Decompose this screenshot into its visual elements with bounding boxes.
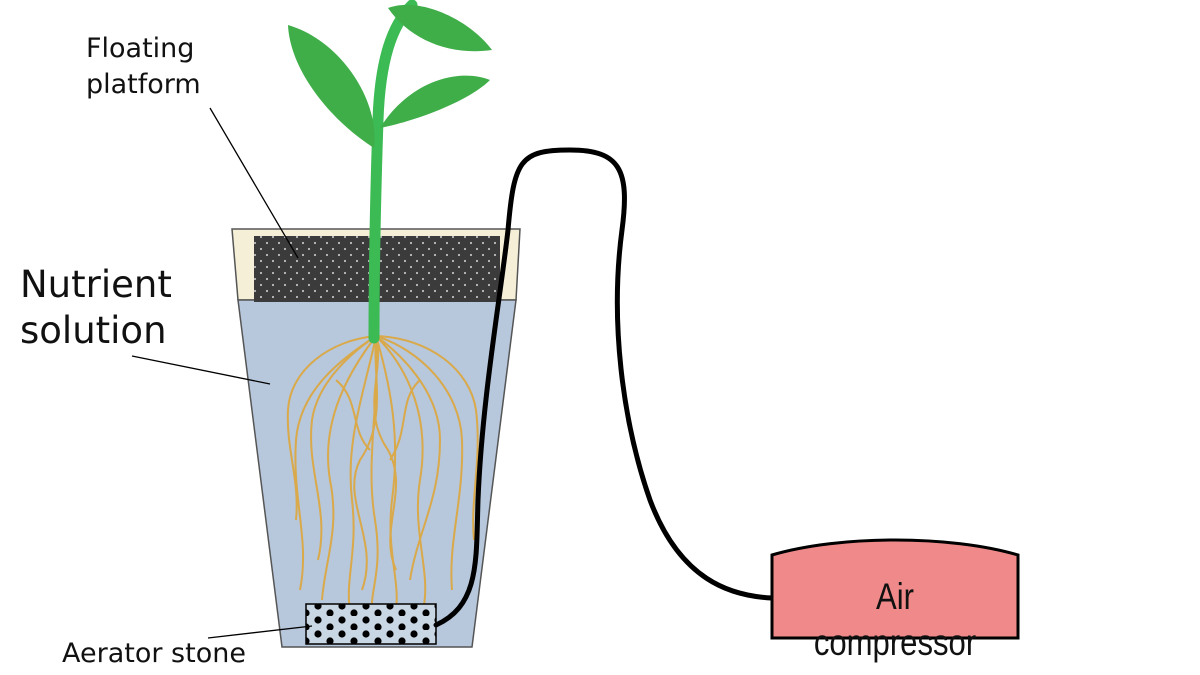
plant-leaves (288, 4, 492, 148)
plant-stem (368, 0, 418, 344)
aerator-stone (305, 603, 437, 645)
air-hose (433, 147, 775, 628)
plant-roots (286, 335, 479, 613)
label-floating-platform: Floating platform (86, 33, 201, 100)
label-aerator-stone: Aerator stone (62, 638, 246, 669)
leader-lines (131, 107, 313, 639)
air-compressor-box (770, 538, 1020, 640)
leader-floating-platform (209, 107, 299, 259)
label-air-compressor: Air compressor (813, 576, 977, 663)
leader-aerator-stone (207, 625, 313, 639)
leader-nutrient-solution (131, 355, 271, 385)
label-nutrient-solution: Nutrient solution (20, 263, 172, 352)
